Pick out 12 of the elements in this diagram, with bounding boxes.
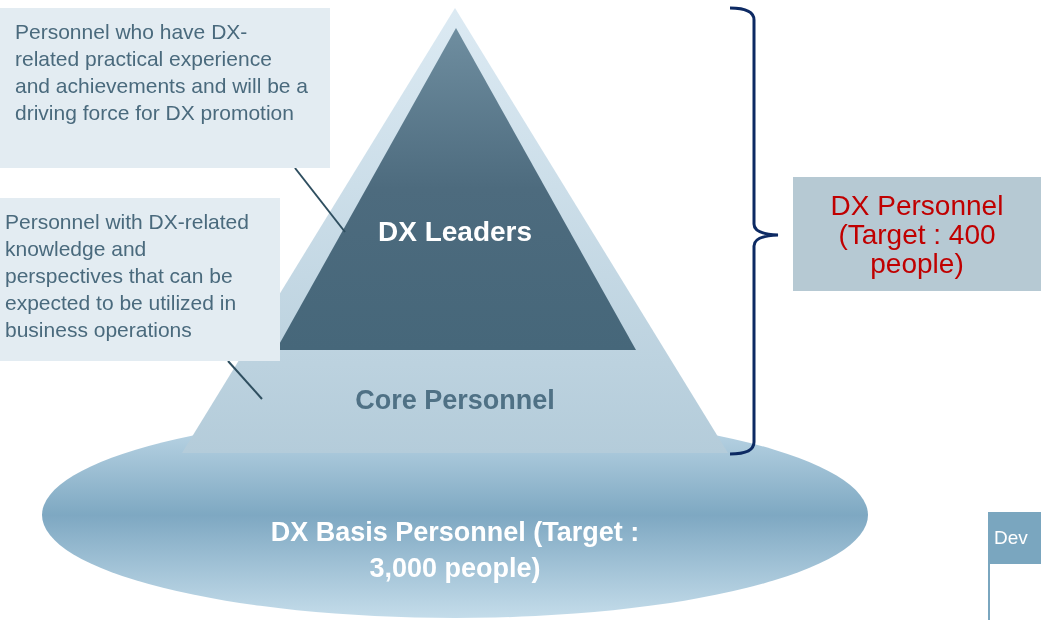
callout-box <box>0 198 280 361</box>
callout-text: Personnel with DX-related knowledge and perspectives that can be expected to be utilized in business operations <box>5 209 250 343</box>
layer-label: Core Personnel <box>354 384 556 416</box>
layer-label: DX Leaders <box>376 215 534 249</box>
summary-text: DX Personnel (Target : 400 people) <box>829 190 1005 278</box>
summary-box <box>793 177 1041 291</box>
header-tab <box>988 512 1041 564</box>
callout-box <box>0 8 330 168</box>
leader-line <box>294 167 346 233</box>
tab-text: Dev <box>994 525 1028 550</box>
callout-text: Personnel who have DX-related practical experience and achievements and will be a driving force for DX promotion <box>15 19 308 126</box>
ellipse-label: DX Basis Personnel (Target : 3,000 people) <box>269 516 641 585</box>
